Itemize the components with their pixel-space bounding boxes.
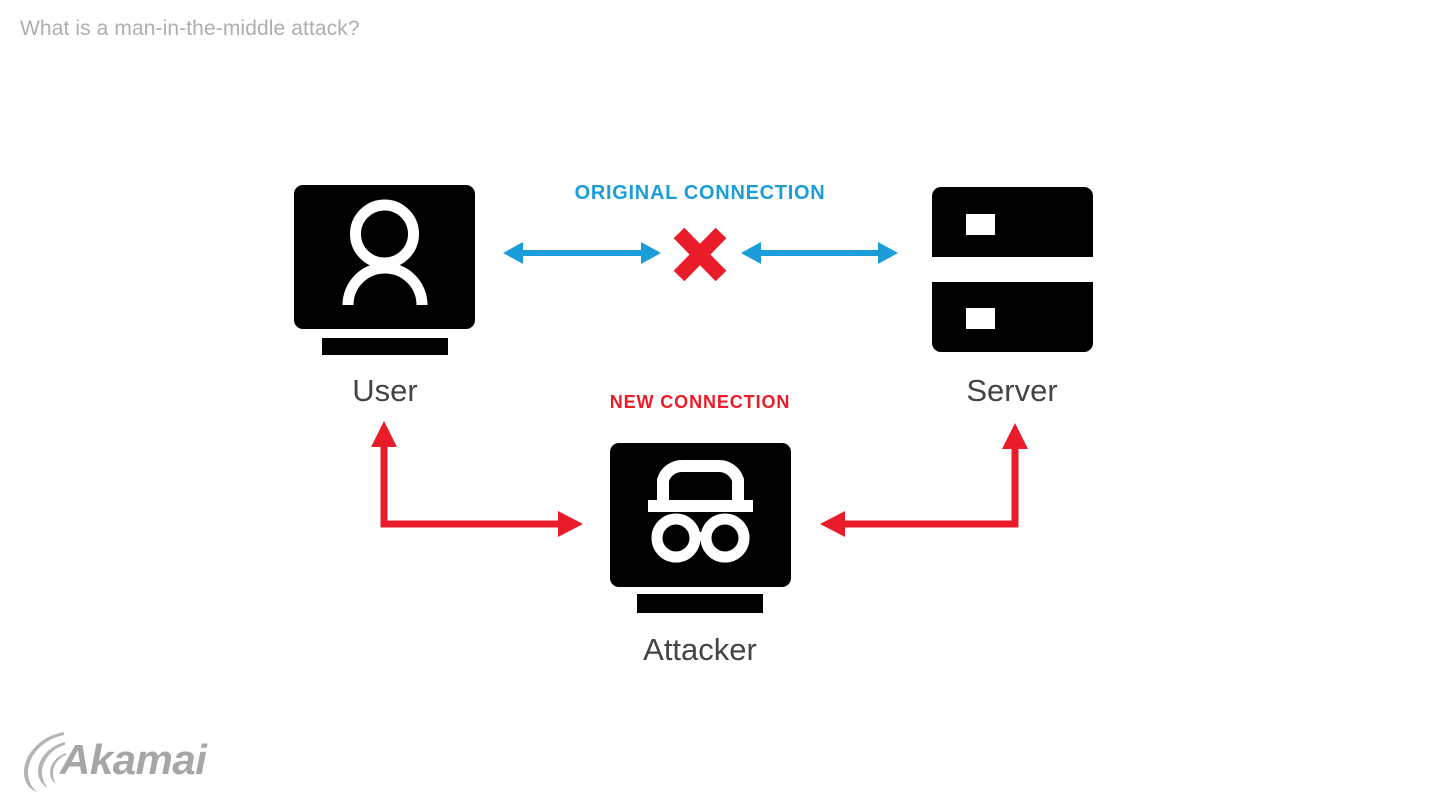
person-body-icon (342, 262, 428, 306)
user-monitor-screen (294, 185, 475, 329)
akamai-wordmark: Akamai (60, 736, 207, 783)
akamai-swoosh-inner-icon (50, 753, 66, 784)
node-label-attacker: Attacker (643, 632, 757, 667)
server-led-top-icon (966, 214, 995, 235)
new-arrow-left-head-up (371, 421, 397, 447)
new-connection-label: NEW CONNECTION (609, 392, 791, 412)
x-stroke-2 (673, 227, 727, 282)
new-arrow-right-path (836, 438, 1019, 528)
connection-blocked-x-icon (673, 227, 727, 282)
akamai-logo: Akamai (18, 727, 207, 793)
incognito-hat-brim-icon (648, 500, 753, 512)
attacker-monitor-stand (637, 594, 763, 613)
user-monitor-stand (322, 338, 448, 355)
new-arrow-left-path (380, 436, 567, 528)
new-arrow-right-head-left (820, 511, 845, 537)
original-arrow-left-head-end (641, 242, 661, 264)
node-label-server: Server (966, 373, 1058, 408)
server-unit-bottom (932, 282, 1093, 352)
original-connection-label: ORIGINAL CONNECTION (574, 182, 826, 204)
original-arrow-right-head-start (741, 242, 761, 264)
server-unit-top (932, 187, 1093, 257)
akamai-swoosh-mid-icon (38, 742, 65, 788)
attacker-icon (610, 443, 791, 613)
page-title: What is a man-in-the-middle attack? (20, 17, 360, 40)
incognito-glasses-bridge-icon (693, 532, 708, 541)
server-icon (932, 187, 1093, 352)
original-arrow-left-head-start (503, 242, 523, 264)
new-arrow-right-head-up (1002, 423, 1028, 449)
node-label-user: User (352, 373, 418, 408)
user-icon (294, 185, 475, 355)
original-connection-arrows (503, 242, 898, 264)
original-arrow-right-head-end (878, 242, 898, 264)
server-led-bottom-icon (966, 308, 995, 329)
akamai-logo-mark (24, 732, 66, 792)
new-connection-arrows (371, 421, 1028, 537)
incognito-hat-crown-icon (657, 460, 744, 500)
new-arrow-left-head-right (558, 511, 583, 537)
